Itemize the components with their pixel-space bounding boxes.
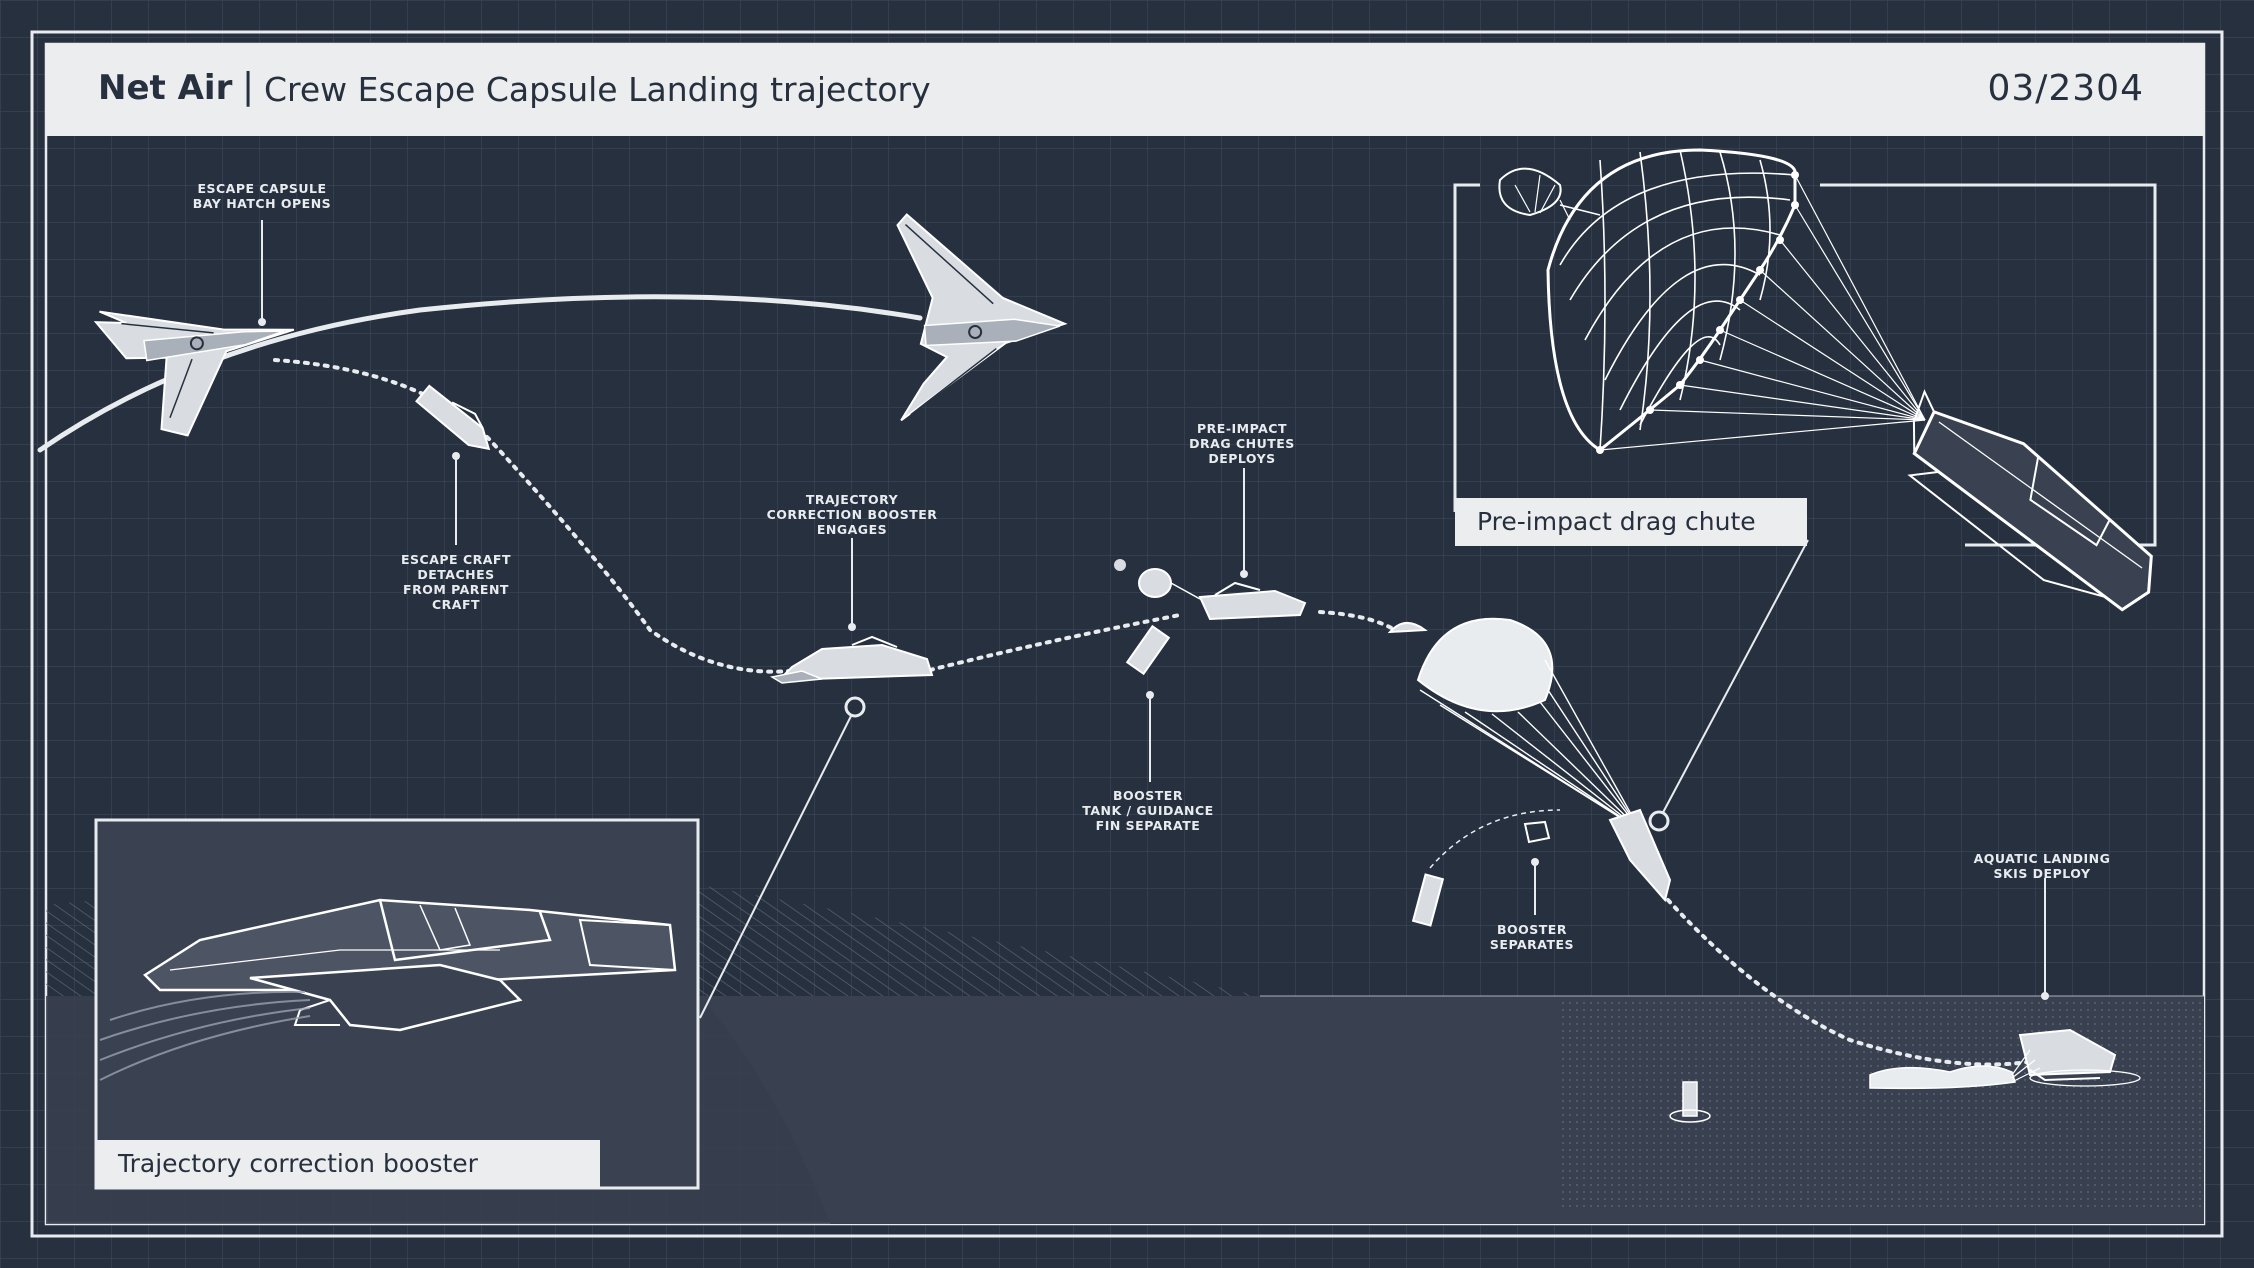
label-hatch-opens: ESCAPE CAPSULE BAY HATCH OPENS	[192, 181, 332, 211]
label-craft-detaches: ESCAPE CRAFT DETACHES FROM PARENT CRAFT	[401, 552, 511, 612]
booster-inset-pointer	[844, 696, 866, 718]
leader-dots	[258, 318, 2049, 1000]
label-skis-deploy: AQUATIC LANDING SKIS DEPLOY	[1973, 851, 2111, 881]
capsule-with-booster	[769, 635, 934, 684]
leader-lines	[261, 220, 2046, 1019]
separated-booster-tank	[1125, 624, 1171, 676]
pilot-chute	[1387, 622, 1428, 634]
booster-fin	[1523, 820, 1551, 844]
chute-inset-caption: Pre-impact drag chute	[1455, 498, 1807, 546]
label-booster-tank-separate: BOOSTER TANK / GUIDANCE FIN SEPARATE	[1082, 788, 1214, 833]
parent-craft-2	[896, 213, 1068, 422]
landed-capsule	[1869, 1028, 2141, 1090]
inset-drag-chute	[1453, 148, 2157, 612]
escape-trajectory-2	[928, 613, 1182, 672]
inset-booster	[94, 818, 700, 1190]
main-parachute	[1416, 617, 1672, 903]
label-booster-engages: TRAJECTORY CORRECTION BOOSTER ENGAGES	[766, 492, 938, 537]
sea-texture	[1560, 1000, 2204, 1210]
brand-name: Net Air	[98, 68, 233, 108]
capsule-chute-deploy	[1114, 559, 1307, 621]
booster-fall-path	[1429, 809, 1561, 869]
escape-trajectory-3	[1318, 610, 1397, 632]
parent-flight-path	[37, 294, 923, 453]
header-bar: Net Air | Crew Escape Capsule Landing tr…	[46, 44, 2204, 136]
chute-inset-pointer	[1648, 810, 1670, 832]
parent-craft-1	[93, 310, 295, 437]
document-code: 03/2304	[1987, 68, 2144, 109]
outer-frame	[30, 30, 2224, 1238]
falling-booster	[1411, 873, 1445, 927]
header-separator: |	[242, 66, 255, 107]
escape-trajectory-4	[1666, 898, 2042, 1067]
label-booster-separates: BOOSTER SEPARATES	[1489, 922, 1575, 952]
booster-inset-caption: Trajectory correction booster	[96, 1140, 600, 1188]
booster-in-water	[1669, 1081, 1711, 1123]
label-drag-chutes-deploy: PRE-IMPACT DRAG CHUTES DEPLOYS	[1189, 421, 1295, 466]
page-title: Crew Escape Capsule Landing trajectory	[264, 70, 931, 109]
escape-capsule-detaching	[415, 384, 491, 451]
escape-trajectory-1	[273, 358, 802, 674]
